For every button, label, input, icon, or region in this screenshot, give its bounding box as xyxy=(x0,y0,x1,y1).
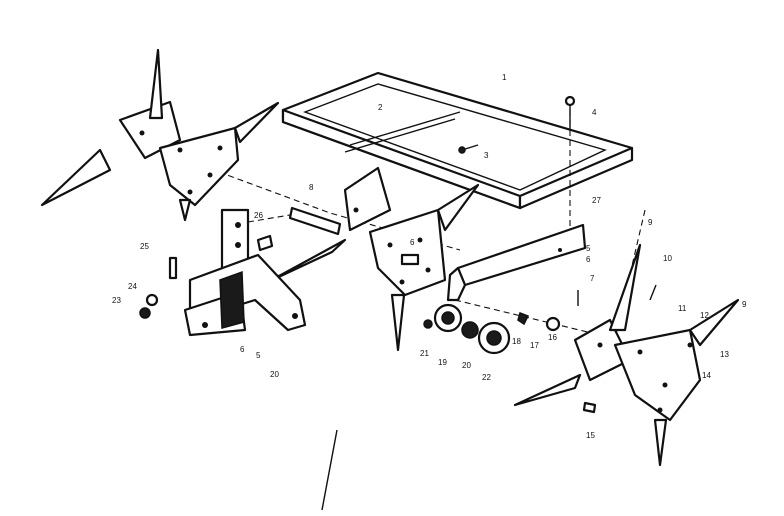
callout-9-b: 9 xyxy=(742,300,747,309)
stray-line xyxy=(321,429,338,511)
callout-4: 4 xyxy=(592,108,597,117)
callout-6-b: 6 xyxy=(240,345,245,354)
callout-23: 23 xyxy=(112,296,121,305)
main-frame xyxy=(281,71,634,210)
bolt-10 xyxy=(649,284,657,301)
bolt-15 xyxy=(582,401,597,414)
callout-24: 24 xyxy=(128,282,137,291)
callout-17: 17 xyxy=(530,341,539,350)
hitch-bracket xyxy=(183,208,307,337)
nut-23 xyxy=(139,307,151,319)
callout-14: 14 xyxy=(702,371,711,380)
hub-19 xyxy=(477,321,511,355)
callout-25: 25 xyxy=(140,242,149,251)
callout-11: 11 xyxy=(678,304,687,313)
callout-7: 7 xyxy=(590,274,595,283)
callout-19: 19 xyxy=(438,358,447,367)
callout-18: 18 xyxy=(512,337,521,346)
support-bracket xyxy=(446,223,587,302)
axle-bar xyxy=(288,206,342,236)
frame-bolt-3 xyxy=(458,144,479,154)
callout-6-c: 6 xyxy=(410,238,415,247)
callout-12: 12 xyxy=(700,311,709,320)
bolt-17 xyxy=(517,312,530,326)
bolt-24 xyxy=(145,293,159,307)
callout-15: 15 xyxy=(586,431,595,440)
callout-27: 27 xyxy=(592,196,601,205)
callout-8: 8 xyxy=(309,183,314,192)
hitch-pin-25 xyxy=(168,256,178,280)
callout-5: 5 xyxy=(586,244,591,253)
callout-3: 3 xyxy=(484,151,489,160)
bolt-21 xyxy=(423,319,433,329)
collar-16 xyxy=(545,316,561,332)
callout-10: 10 xyxy=(663,254,672,263)
callout-2: 2 xyxy=(378,103,383,112)
callout-26: 26 xyxy=(254,211,263,220)
callout-20-b: 20 xyxy=(270,370,279,379)
callout-21: 21 xyxy=(420,349,429,358)
right-tine-wheel xyxy=(513,243,740,467)
callout-9: 9 xyxy=(648,218,653,227)
callout-6: 6 xyxy=(586,255,591,264)
washer-20 xyxy=(461,321,479,339)
callout-13: 13 xyxy=(720,350,729,359)
callout-16: 16 xyxy=(548,333,557,342)
callout-1: 1 xyxy=(502,73,507,82)
callout-22: 22 xyxy=(482,373,491,382)
left-tine-wheel xyxy=(40,48,280,222)
center-tine-wheel xyxy=(266,166,480,352)
callout-5-b: 5 xyxy=(256,351,261,360)
callout-labels: 1 2 3 4 5 6 7 8 9 10 11 12 13 14 15 16 1… xyxy=(112,73,747,440)
bearing-22 xyxy=(433,303,463,333)
hitch-pin-26 xyxy=(256,234,274,252)
callout-20: 20 xyxy=(462,361,471,370)
